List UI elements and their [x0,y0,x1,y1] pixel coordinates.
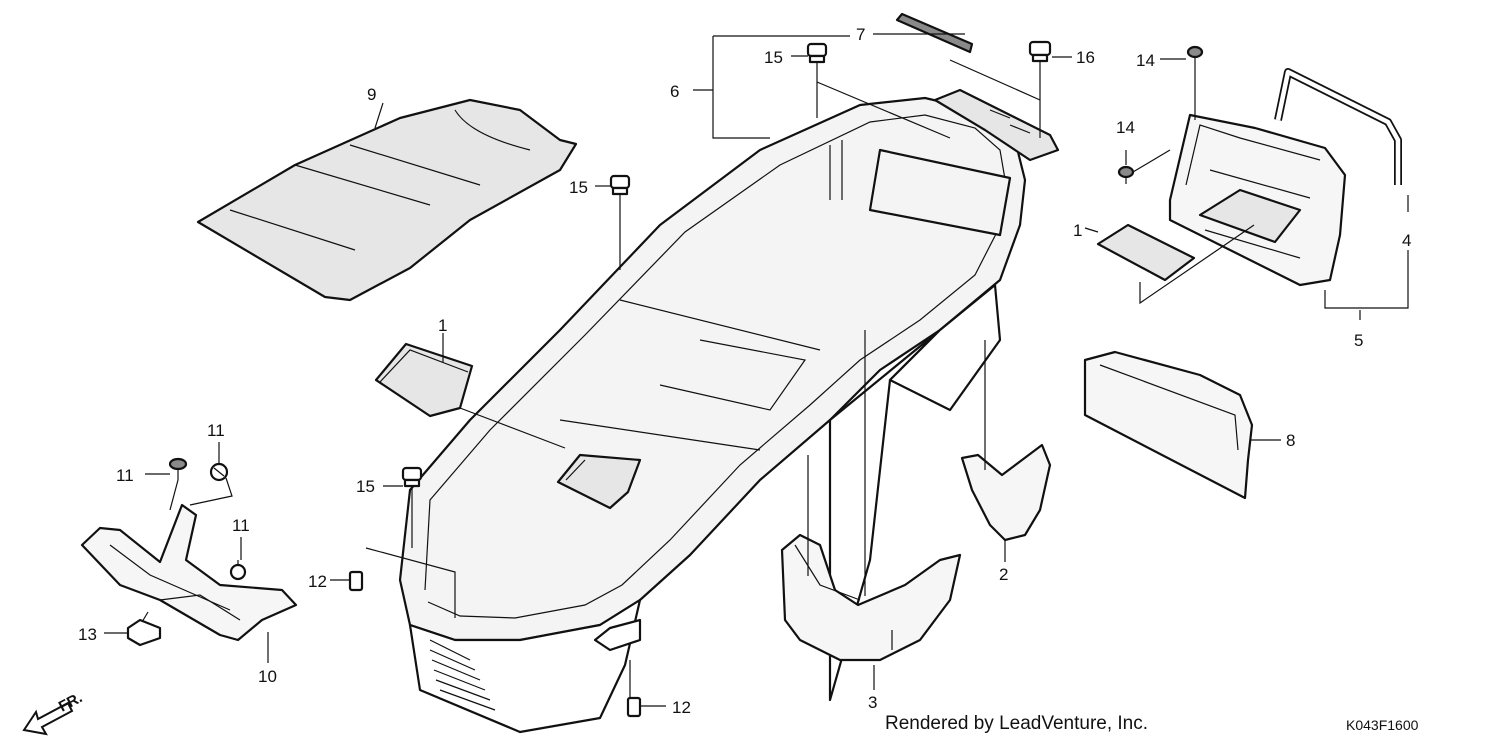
credit-text: Rendered by LeadVenture, Inc. [885,713,1149,734]
callout-11-left: 11 [116,466,134,485]
lid-slot [556,453,642,510]
clip-11-b [209,462,229,482]
callout-9: 9 [367,85,376,104]
diagram-code: K043F1600 [1346,717,1419,733]
callout-7: 7 [856,25,865,44]
callout-5: 5 [1354,331,1363,350]
nut-13 [126,618,162,647]
callout-13: 13 [78,625,97,644]
callout-2: 2 [999,565,1008,584]
part-4-handle [1274,68,1402,185]
fasteners [126,40,1204,718]
callout-15-mid: 15 [569,178,588,197]
part-7-strip [895,12,974,54]
callout-4: 4 [1402,231,1411,250]
bolt-15-lower [401,466,423,498]
nut-12-left [348,570,364,592]
bolt-16 [1028,40,1052,72]
callout-15-lower: 15 [356,477,375,496]
part-5-rear-tray [1168,113,1347,287]
vent-slats [429,639,496,711]
callout-12-bottom: 12 [672,698,691,717]
clip-14-top [1186,45,1204,68]
callout-15-top: 15 [764,48,783,67]
part-1-lid-right [1096,223,1196,282]
callout-3: 3 [868,693,877,712]
callout-14-lower: 14 [1116,118,1135,137]
callout-12-left: 12 [308,572,327,591]
callout-16: 16 [1076,48,1095,67]
callout-6: 6 [670,82,679,101]
bolt-15-mid [609,174,631,206]
part-2-bracket [960,443,1052,542]
clip-11-a [168,457,188,480]
part-3-splash-guard [780,533,962,662]
callout-14-top: 14 [1136,51,1155,70]
leader-lines [104,33,1409,707]
callout-1-right: 1 [1073,221,1082,240]
clip-14-lower [1117,165,1135,184]
clip-11-c [229,560,247,581]
callout-8: 8 [1286,431,1295,450]
front-direction-arrow: FR. [22,689,85,736]
callout-11-right: 11 [232,516,250,535]
part-6-luggage-box [398,88,1060,734]
callout-11-top: 11 [207,421,225,440]
nut-12-bottom [626,696,642,718]
part-9-liner [196,98,578,302]
callout-10: 10 [258,667,277,686]
bolt-15-top [806,42,828,76]
part-10-bracket [80,503,298,642]
callouts: 7 6 15 16 14 14 9 15 1 1 4 5 8 2 3 15 12… [78,25,1411,717]
callout-1-left: 1 [438,316,447,335]
part-1-lid-left [374,342,474,418]
part-8-pocket [1083,350,1254,500]
